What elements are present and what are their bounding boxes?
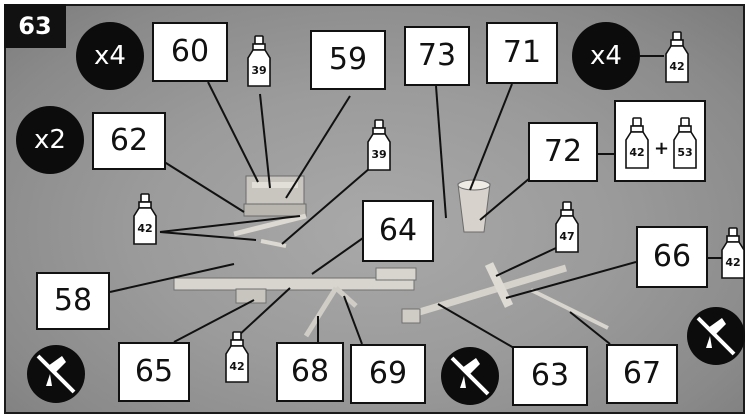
paint-bottle-icon: 42 <box>222 330 252 384</box>
paint-code: 42 <box>222 360 252 373</box>
leader-42a2 <box>160 232 256 240</box>
paint-code: 39 <box>244 64 274 77</box>
leader-73 <box>436 86 446 218</box>
part-label-69: 69 <box>350 344 426 404</box>
leader-59 <box>286 96 350 198</box>
part-label-58: 58 <box>36 272 110 330</box>
quantity-badge-62: x2 <box>16 106 84 174</box>
part-label-68: 68 <box>276 342 344 402</box>
paint-bottle-icon: 47 <box>552 200 582 254</box>
leader-60 <box>208 82 258 182</box>
paint-bottle-icon: 39 <box>364 118 394 172</box>
leader-71 <box>470 84 512 190</box>
leader-66 <box>506 262 636 298</box>
leader-63 <box>438 304 514 348</box>
paint-code: 47 <box>552 230 582 243</box>
quantity-badge-71: x4 <box>572 22 640 90</box>
part-label-71: 71 <box>486 22 558 84</box>
paint-code: 42 <box>130 222 160 235</box>
part-label-63: 63 <box>512 346 588 406</box>
part-label-66: 66 <box>636 226 708 288</box>
part-label-59: 59 <box>310 30 386 90</box>
paint-mix-box: 42 + 53 <box>614 100 706 182</box>
plus-sign: + <box>654 138 669 159</box>
leader-42b <box>238 288 290 336</box>
part-label-60: 60 <box>152 22 228 82</box>
paint-bottle-icon: 42 <box>130 192 160 246</box>
paint-bottle-icon: 42 <box>662 30 692 84</box>
paint-bottle-icon: 53 <box>670 116 700 170</box>
leader-58 <box>110 264 234 292</box>
paint-bottle-icon: 42 <box>622 116 652 170</box>
part-label-65: 65 <box>118 342 190 402</box>
leader-39b <box>282 168 370 244</box>
paint-code: 39 <box>364 148 394 161</box>
leader-67 <box>570 312 610 344</box>
quantity-badge-60: x4 <box>76 22 144 90</box>
no-glue-icon <box>440 346 500 406</box>
paint-bottle-icon: 42 <box>718 226 748 280</box>
step-number-badge: 63 <box>4 4 66 48</box>
part-label-73: 73 <box>404 26 470 86</box>
paint-code: 42 <box>662 60 692 73</box>
leader-42a1 <box>160 216 300 232</box>
part-label-67: 67 <box>606 344 678 404</box>
leader-47 <box>496 248 556 276</box>
part-label-62: 62 <box>92 112 166 170</box>
leader-39a <box>260 94 270 188</box>
paint-code: 53 <box>670 146 700 159</box>
no-glue-icon <box>686 306 746 366</box>
leader-69 <box>344 296 362 344</box>
part-label-64: 64 <box>362 200 434 262</box>
leader-62 <box>158 158 244 212</box>
part-label-72: 72 <box>528 122 598 182</box>
paint-bottle-icon: 39 <box>244 34 274 88</box>
paint-code: 42 <box>718 256 748 269</box>
no-glue-icon <box>26 344 86 404</box>
paint-code: 42 <box>622 146 652 159</box>
